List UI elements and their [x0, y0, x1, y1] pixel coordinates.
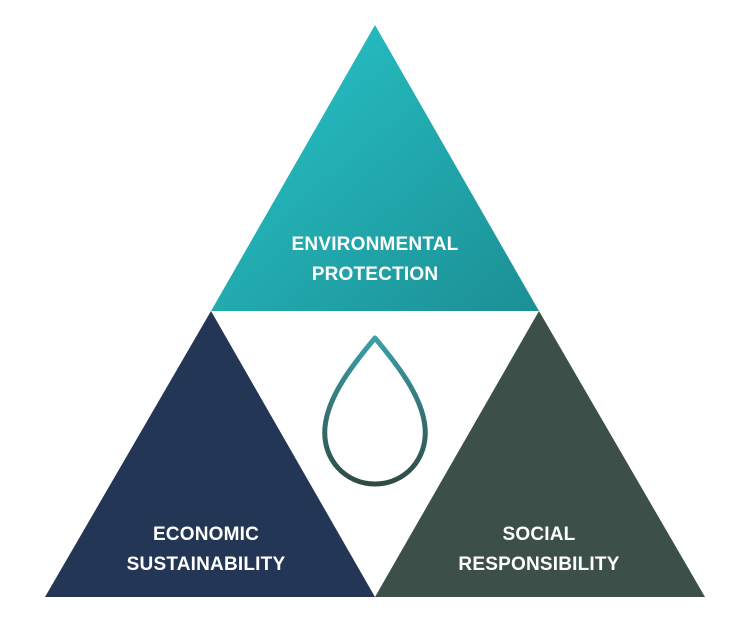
- social-responsibility-label-line2: RESPONSIBILITY: [458, 554, 619, 575]
- social-responsibility-triangle: [375, 311, 705, 597]
- environmental-protection-label-line2: PROTECTION: [312, 264, 439, 285]
- social-responsibility-label-line1: SOCIAL: [503, 524, 576, 545]
- economic-sustainability-label-line1: ECONOMIC: [153, 524, 259, 545]
- water-drop-icon: [322, 335, 428, 487]
- economic-sustainability-triangle: [45, 311, 375, 597]
- environmental-protection-triangle: [211, 25, 539, 311]
- economic-sustainability-label-line2: SUSTAINABILITY: [127, 554, 286, 575]
- environmental-protection-label-line1: ENVIRONMENTAL: [292, 234, 459, 255]
